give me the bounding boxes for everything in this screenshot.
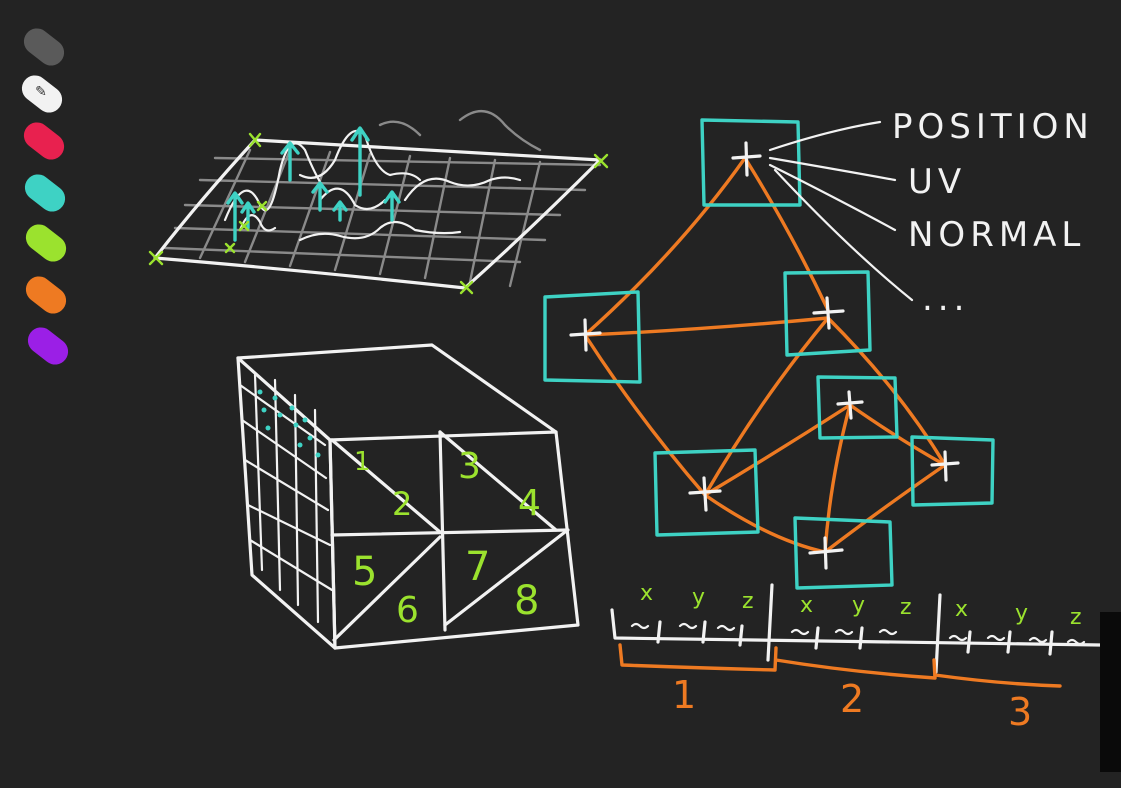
vertex-group-1: 1	[672, 673, 696, 717]
face-number-8: 8	[514, 578, 539, 624]
face-number-1: 1	[354, 447, 371, 477]
attribute-label-more: ...	[922, 279, 969, 319]
vertex-dots	[257, 389, 321, 458]
buffer-comp-z3: z	[1070, 605, 1082, 630]
buffer-comp-y2: y	[852, 593, 865, 618]
buffer-comp-z2: z	[900, 595, 912, 620]
vertex-group-3: 3	[1008, 690, 1032, 734]
vertex-graph: POSITION UV NORMAL ...	[543, 107, 1094, 590]
face-number-4: 4	[518, 483, 541, 524]
terrain-grid-sketch	[148, 110, 609, 295]
buffer-comp-x3: x	[955, 597, 968, 622]
window-edge	[1100, 612, 1121, 772]
buffer-comp-x1: x	[640, 581, 653, 606]
cube-sketch: 1 2 3 4 5 6 7 8	[236, 343, 580, 650]
vertex-buffer-layout: x y z x y z x y z 1 2 3	[610, 581, 1102, 734]
buffer-comp-y1: y	[692, 585, 705, 610]
buffer-comp-y3: y	[1015, 601, 1028, 626]
attribute-label-position: POSITION	[892, 107, 1094, 147]
vertex-group-2: 2	[840, 677, 864, 721]
face-number-2: 2	[392, 485, 412, 523]
attribute-label-normal: NORMAL	[908, 215, 1085, 255]
face-number-5: 5	[352, 549, 377, 595]
attribute-label-uv: UV	[908, 162, 966, 202]
face-number-3: 3	[458, 446, 481, 487]
face-number-6: 6	[396, 590, 419, 631]
face-number-7: 7	[465, 544, 490, 590]
buffer-comp-x2: x	[800, 593, 813, 618]
buffer-comp-z1: z	[742, 589, 754, 614]
